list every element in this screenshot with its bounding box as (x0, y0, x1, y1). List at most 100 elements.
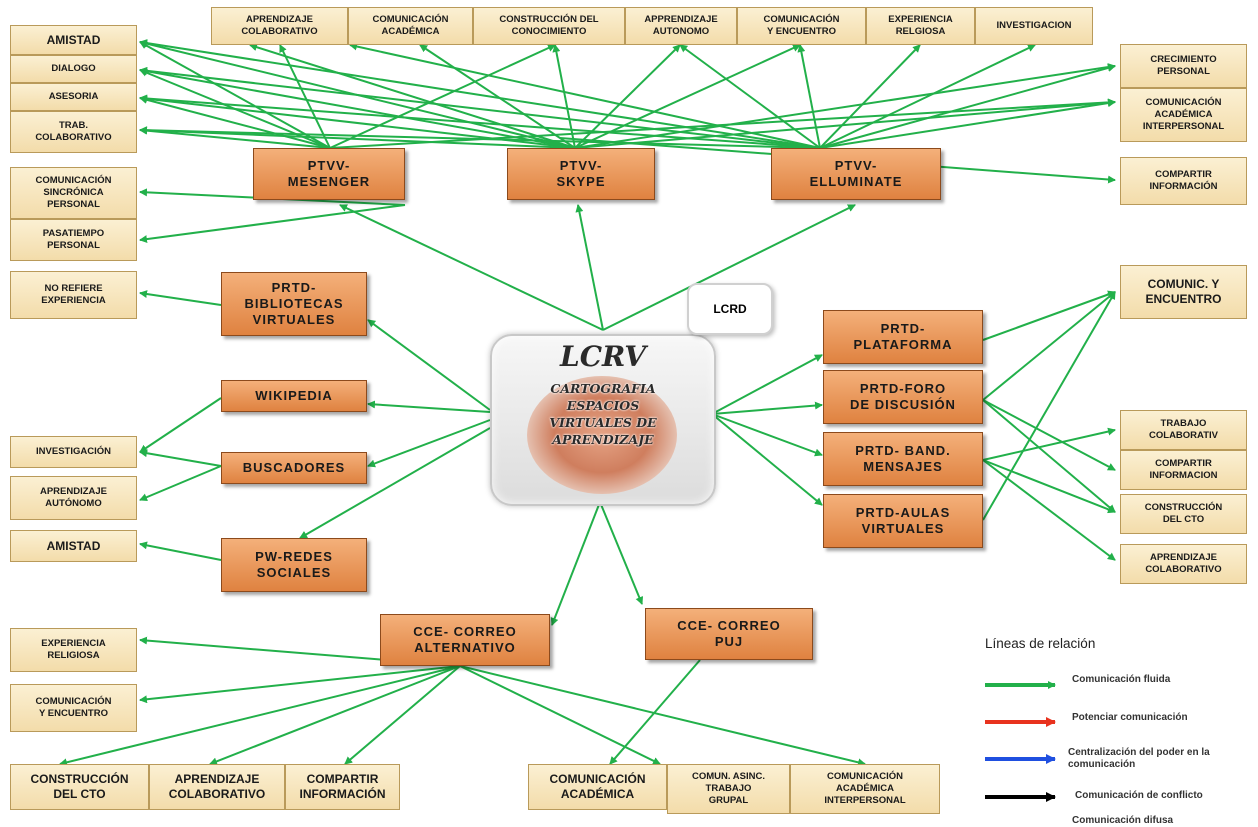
relation-arrow (982, 427, 1116, 461)
legend-label-centralizacion: Centralización del poder en la comunicac… (1068, 747, 1210, 770)
hub-prtd-aulas: PRTD-AULAS VIRTUALES (823, 494, 983, 548)
relation-arrow (249, 43, 576, 149)
hub-ptvv-elluminate: PTVV- ELLUMINATE (771, 148, 941, 200)
relation-arrow (609, 659, 701, 765)
relation-arrow (344, 665, 461, 765)
node-no-refiere: NO REFIERE EXPERIENCIA (10, 271, 137, 319)
node-comunicacion-academica-bottom: COMUNICACIÓN ACADÉMICA (528, 764, 667, 810)
node-experiencia-relgiosa-top: EXPERIENCIA RELGIOSA (866, 7, 975, 45)
legend-title: Líneas de relación (985, 636, 1096, 651)
relation-arrow (599, 501, 644, 605)
relation-arrow (209, 665, 461, 766)
node-comunicacion-encuentro-top: COMUNICACIÓN Y ENCUENTRO (737, 7, 866, 45)
relation-arrow (139, 126, 576, 149)
node-compartir-bottom: COMPARTIR INFORMACIÓN (285, 764, 400, 810)
node-investigacion-left: INVESTIGACIÓN (10, 436, 137, 468)
relation-arrow (574, 44, 801, 149)
relation-arrow (819, 64, 1116, 149)
node-apprendizaje-autonomo-top: APPRENDIZAJE AUTONOMO (625, 7, 737, 45)
relation-arrow (339, 204, 604, 331)
hub-prtd-plataforma: PRTD- PLATAFORMA (823, 310, 983, 364)
node-aprendizaje-colaborativo-top: APRENDIZAJE COLABORATIVO (211, 7, 348, 45)
relation-arrow (329, 44, 556, 149)
node-construccion-right: CONSTRUCCIÓN DEL CTO (1120, 494, 1247, 534)
node-comunicacion-academica-top: COMUNICACIÓN ACADÉMICA (348, 7, 473, 45)
node-comunicacion-encuentro-left: COMUNICACIÓN Y ENCUENTRO (10, 684, 137, 732)
node-aprendizaje-colaborativo-right: APRENDIZAJE COLABORATIVO (1120, 544, 1247, 584)
node-investigacion-top: INVESTIGACION (975, 7, 1093, 45)
node-comunicacion-interpersonal-right: COMUNICACIÓN ACADÉMICA INTERPERSONAL (1120, 88, 1247, 142)
relation-arrow (982, 399, 1116, 513)
node-dialogo: DIALOGO (10, 55, 137, 83)
legend-label-difusa: Comunicación difusa (1072, 815, 1174, 826)
relation-arrow (139, 67, 576, 149)
hub-prtd-foro: PRTD-FORO DE DISCUSIÓN (823, 370, 983, 424)
relation-arrow (819, 99, 1116, 149)
relation-arrow (139, 94, 821, 149)
relation-arrow (139, 126, 821, 149)
node-construccion-bottom: CONSTRUCCIÓN DEL CTO (10, 764, 149, 810)
relation-arrow (982, 290, 1116, 341)
relation-arrow (575, 204, 604, 331)
relation-arrow (139, 66, 821, 149)
hub-ptvv-skype: PTVV- SKYPE (507, 148, 655, 200)
relation-arrow (711, 413, 823, 457)
relation-arrow (139, 39, 821, 149)
relation-arrow (819, 44, 1036, 149)
relation-arrow (139, 465, 222, 501)
relation-arrow (574, 44, 681, 149)
relation-arrow (982, 291, 1116, 521)
relation-arrow (349, 42, 821, 149)
relation-arrow (602, 204, 856, 331)
hub-prtd-bibliotecas: PRTD- BIBLIOTECAS VIRTUALES (221, 272, 367, 336)
relation-arrow (59, 665, 461, 767)
hub-cce-alternativo: CCE- CORREO ALTERNATIVO (380, 614, 550, 666)
relation-arrow (679, 44, 821, 149)
hub-buscadores: BUSCADORES (221, 452, 367, 484)
relation-arrow (982, 459, 1116, 561)
node-pasatiempo: PASATIEMPO PERSONAL (10, 219, 137, 261)
relation-arrow (367, 400, 491, 413)
hub-ptvv-mesenger: PTVV- MESENGER (253, 148, 405, 200)
legend-label-conflicto: Comunicación de conflicto (1075, 790, 1203, 801)
relation-arrow (139, 41, 331, 149)
relation-arrow (419, 44, 576, 149)
relation-arrow (367, 319, 491, 411)
node-asesoria: ASESORIA (10, 83, 137, 111)
relation-arrow (367, 419, 491, 468)
hub-cce-puj: CCE- CORREO PUJ (645, 608, 813, 660)
node-amistad-top: AMISTAD (10, 25, 137, 55)
node-comunicacion-sincronica: COMUNICACIÓN SINCRÓNICA PERSONAL (10, 167, 137, 219)
relation-arrow (574, 98, 1116, 149)
relation-arrow (139, 126, 331, 149)
lcrd-label: LCRD (687, 283, 773, 335)
node-comunicacion-interpersonal-bottom: COMUNICACIÓN ACADÉMICA INTERPERSONAL (790, 764, 940, 814)
relation-arrow (459, 665, 866, 767)
relation-arrow (711, 354, 823, 415)
relation-arrow (552, 44, 576, 149)
relation-arrow (550, 501, 601, 626)
node-comunic-encuentro-right: COMUNIC. Y ENCUENTRO (1120, 265, 1247, 319)
relation-arrow (139, 449, 222, 467)
node-construccion-conocimiento-top: CONSTRUCCIÓN DEL CONOCIMIENTO (473, 7, 625, 45)
relation-arrow (139, 665, 461, 704)
relation-arrow (279, 44, 331, 149)
hub-pw-redes: PW-REDES SOCIALES (221, 538, 367, 592)
relation-arrow (982, 291, 1116, 401)
relation-arrow (982, 459, 1116, 514)
relation-arrow (459, 665, 661, 765)
node-trabajo-colaborativ-right: TRABAJO COLABORATIV (1120, 410, 1247, 450)
relation-arrow (139, 541, 222, 561)
center-subtitle: CARTOGRAFIA ESPACIOS VIRTUALES DE APREND… (549, 381, 657, 447)
relation-arrow (711, 401, 823, 415)
relation-arrow (797, 44, 821, 149)
relation-arrow (139, 95, 331, 149)
node-amistad-left: AMISTAD (10, 530, 137, 562)
relation-arrow (139, 290, 222, 306)
node-aprendizaje-autonomo-left: APRENDIZAJE AUTÓNOMO (10, 476, 137, 520)
relation-arrow (299, 427, 491, 539)
legend-label-fluida: Comunicación fluida (1072, 674, 1171, 685)
hub-wikipedia: WIKIPEDIA (221, 380, 367, 412)
